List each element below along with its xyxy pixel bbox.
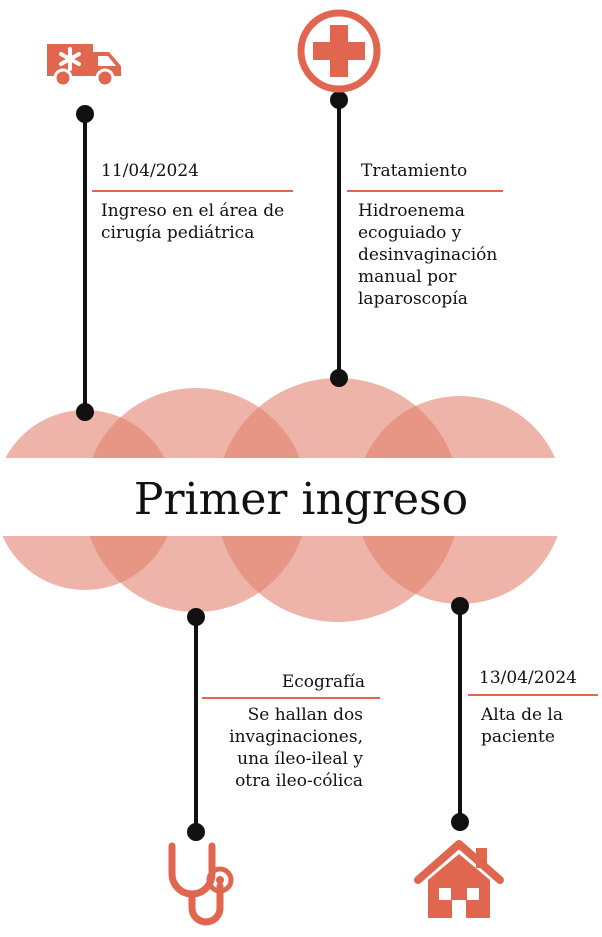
tratamiento-text: Hidroenema ecoguiado y desinvaginación m… (358, 201, 498, 310)
connector-alta-bottom-dot (451, 813, 469, 831)
ambulance-icon (47, 44, 121, 88)
connector-ingreso-top-dot (76, 105, 94, 123)
house-icon (414, 840, 504, 918)
ecografia-heading: Ecografía (281, 672, 365, 692)
connector-ingreso-bottom-dot (76, 403, 94, 421)
title-band (0, 458, 602, 536)
ecografia-rule (202, 697, 380, 699)
tratamiento-heading: Tratamiento (361, 161, 468, 181)
connector-tratamiento-bottom-dot (330, 369, 348, 387)
connector-ecografia-top-dot (187, 608, 205, 626)
ingreso-rule (92, 190, 293, 192)
alta-heading: 13/04/2024 (479, 668, 577, 688)
alta-text: Alta de la paciente (481, 705, 564, 748)
medical-cross-icon (297, 9, 381, 93)
stethoscope-icon (168, 842, 234, 926)
ecografia-text: Se hallan dos invaginaciones, una íleo-i… (229, 705, 363, 792)
connector-tratamiento-top-dot (330, 91, 348, 109)
ingreso-heading: 11/04/2024 (101, 161, 199, 181)
alta-rule (468, 694, 598, 696)
diagram-title: Primer ingreso (133, 474, 469, 525)
connector-alta-top-dot (451, 597, 469, 615)
tratamiento-rule (347, 190, 503, 192)
connector-ecografia-bottom-dot (187, 823, 205, 841)
ingreso-text: Ingreso en el área de cirugía pediátrica (101, 201, 285, 244)
